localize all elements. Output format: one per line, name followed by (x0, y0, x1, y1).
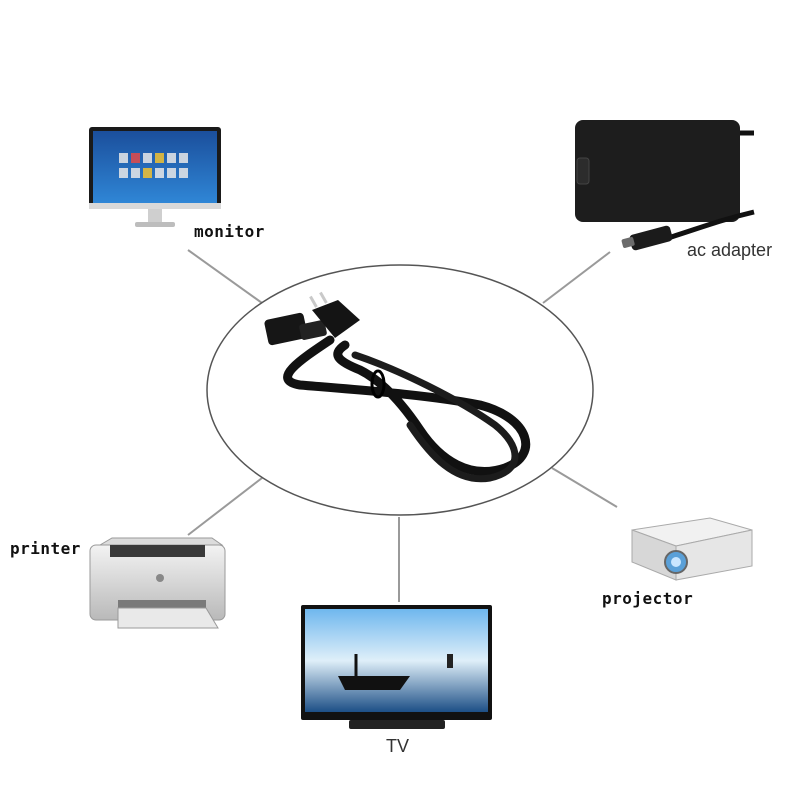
plug-prong-2 (319, 291, 328, 304)
adapter-cable-bottom (667, 209, 755, 241)
tv-screen (305, 609, 488, 712)
cord-cable (283, 335, 531, 476)
tv-rock (447, 654, 453, 668)
monitor-image (89, 127, 221, 227)
printer-paper-slot (118, 600, 206, 610)
device-label-monitor: monitor (194, 222, 265, 241)
cord-cable-second (351, 351, 519, 483)
tv-stand (349, 720, 445, 729)
printer-panel (110, 545, 205, 557)
monitor-chin (89, 203, 221, 209)
device-label-ac-adapter: ac adapter (687, 240, 773, 260)
monitor-base (135, 222, 175, 227)
plug-body (312, 300, 360, 338)
adapter-dc-plug (629, 225, 673, 251)
iec-connector (264, 312, 308, 346)
monitor-app-tiles (119, 153, 188, 178)
adapter-body (575, 120, 740, 222)
connector-line-monitor (187, 249, 263, 304)
device-label-printer: printer (10, 539, 81, 558)
adapter-dc-tip (621, 237, 635, 248)
connector-line-ac-adapter (542, 251, 611, 304)
printer-top (98, 537, 224, 546)
device-label-tv: TV (386, 736, 410, 756)
monitor-neck (148, 209, 162, 223)
projector-lens-inner (671, 557, 681, 567)
cord-tie (370, 369, 386, 399)
monitor-screen (93, 131, 217, 203)
adapter-socket (576, 157, 590, 185)
connector-line-printer (187, 477, 263, 536)
connector-lines (187, 249, 618, 602)
printer-logo (156, 574, 164, 582)
projector-image (631, 517, 753, 581)
tv-image (301, 605, 492, 729)
power-cord-image (264, 291, 531, 483)
printer-image (89, 537, 226, 629)
center-ellipse (206, 264, 594, 516)
printer-tray (117, 607, 219, 629)
device-label-projector: projector (602, 589, 694, 608)
tv-boat (338, 676, 410, 690)
iec-connector-neck (299, 320, 327, 340)
ac-adapter-image (575, 120, 755, 251)
connector-line-projector (551, 467, 618, 508)
plug-prong-1 (309, 295, 318, 308)
